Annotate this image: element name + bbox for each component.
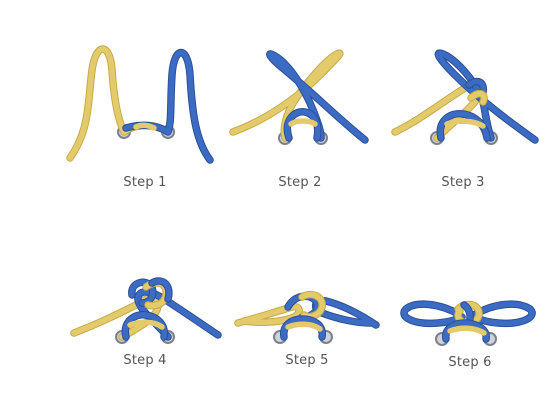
step-1-illustration — [60, 40, 230, 170]
step-5-label: Step 5 — [267, 353, 347, 368]
step-4-label: Step 4 — [105, 353, 185, 368]
step-2-panel: Step 2 — [225, 40, 375, 200]
step-3-illustration — [385, 40, 545, 170]
step-2-label: Step 2 — [260, 175, 340, 190]
step-2-illustration — [225, 40, 375, 170]
step-5-panel: Step 5 — [230, 265, 385, 407]
lace-blue — [126, 53, 210, 161]
step-6-panel: Step 6 — [390, 265, 550, 407]
step-6-label: Step 6 — [430, 355, 510, 370]
step-1-label: Step 1 — [105, 175, 185, 190]
step-4-panel: Step 4 — [60, 265, 230, 407]
step-3-label: Step 3 — [423, 175, 503, 190]
step-1-panel: Step 1 — [60, 40, 230, 200]
step-3-panel: Step 3 — [385, 40, 545, 200]
